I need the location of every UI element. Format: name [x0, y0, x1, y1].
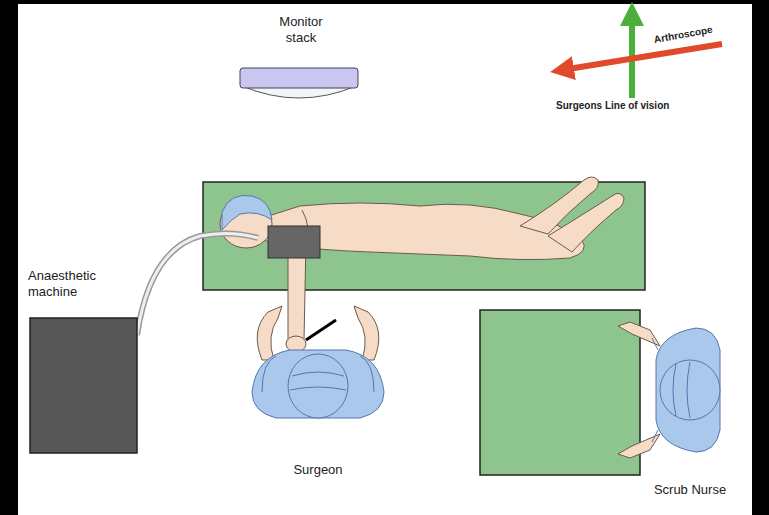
monitor-stack: [240, 68, 358, 98]
breathing-tube-core: [137, 233, 258, 335]
scrub-nurse: [618, 322, 720, 458]
line-of-vision-label: Surgeons Line of vision: [556, 100, 716, 112]
arthroscope-arrow: [562, 44, 722, 70]
arm-holder-cuff: [268, 226, 320, 258]
arthroscope: [306, 320, 336, 340]
surgeon: [252, 306, 384, 418]
monitor-label: Monitor stack: [270, 14, 332, 45]
page-ground: [18, 4, 752, 515]
surgeon-label: Surgeon: [278, 462, 358, 478]
scrub-nurse-label: Scrub Nurse: [640, 482, 740, 498]
anaesthetic-machine: [30, 318, 137, 453]
instrument-table: [480, 310, 640, 475]
anaesthetic-machine-label: Anaesthetic machine: [28, 268, 118, 299]
breathing-tube: [137, 233, 258, 335]
